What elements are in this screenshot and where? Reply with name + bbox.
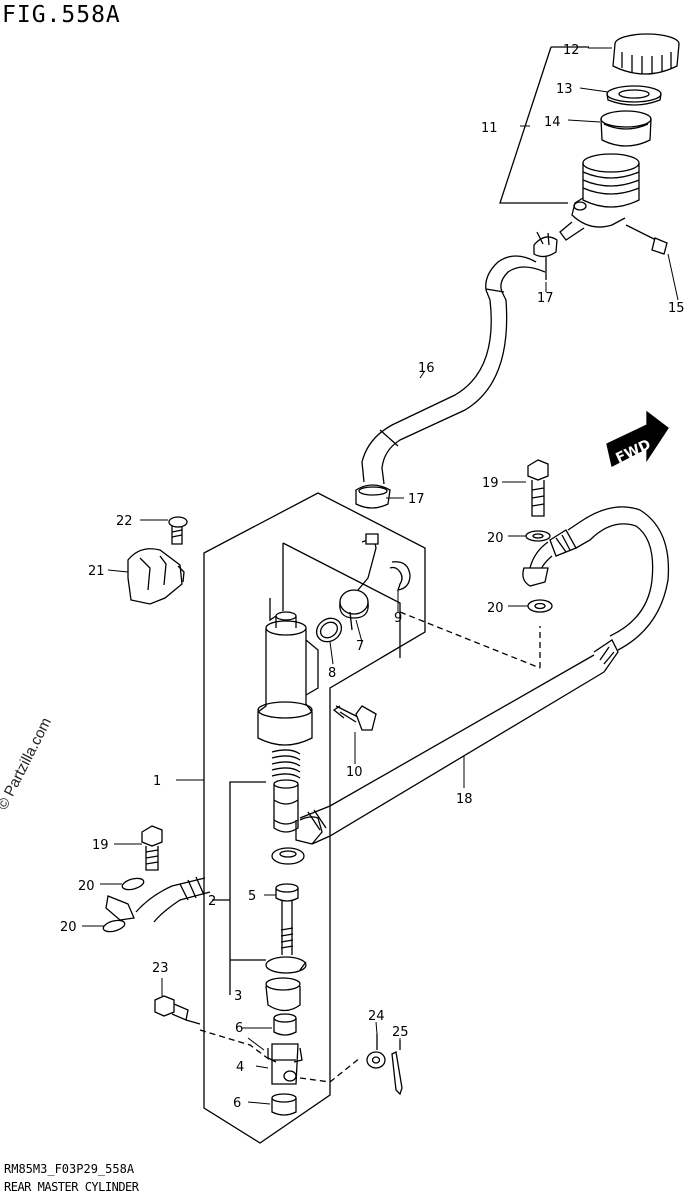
push-rod: [275, 883, 299, 955]
callout-17-top: 17: [537, 291, 554, 306]
lower-hose-end: [105, 876, 211, 923]
reservoir-plate: [606, 85, 662, 106]
reservoir-cap: [612, 33, 680, 75]
brake-hose: [295, 506, 670, 845]
callout-21: 21: [88, 564, 105, 579]
callouts: 12 13 14 11 15 17 16 17 19 20 20 22 21 7…: [60, 43, 685, 1111]
banjo-bolt-19-upper: [527, 459, 549, 517]
circlip: [389, 561, 411, 591]
hose-clamp-bottom: [355, 484, 391, 509]
dashed-guides: [199, 611, 541, 1083]
callout-14: 14: [544, 115, 561, 130]
spring: [271, 749, 301, 779]
footer-name: REAR MASTER CYLINDER: [4, 1180, 139, 1194]
callout-23: 23: [152, 961, 169, 976]
washer-20-upper-b: [527, 599, 553, 613]
callout-19-upper: 19: [482, 476, 499, 491]
washer-20-lower-b: [102, 919, 126, 933]
hose-upper-fitting: [522, 567, 549, 587]
snap-ring: [265, 956, 307, 974]
callout-18: 18: [456, 792, 473, 807]
callout-20-lower-b: 20: [60, 920, 77, 935]
screw-22: [168, 516, 188, 545]
callout-6-lower: 6: [233, 1096, 241, 1111]
leader-lines: [82, 47, 679, 1105]
diaphragm: [600, 110, 652, 147]
callout-1: 1: [153, 774, 161, 789]
callout-11: 11: [481, 121, 498, 136]
callout-13: 13: [556, 82, 573, 97]
cotter-pin-25: [391, 1040, 403, 1096]
o-ring: [315, 617, 343, 643]
callout-19-lower: 19: [92, 838, 109, 853]
washer-24: [366, 1034, 386, 1069]
callout-20-lower-a: 20: [78, 879, 95, 894]
nut-upper: [273, 1013, 297, 1036]
banjo-bolt-19-lower: [141, 825, 163, 871]
assembly-frame: [203, 492, 426, 1144]
callout-3: 3: [234, 989, 242, 1004]
nut-lower: [271, 1093, 297, 1116]
washer-ring: [271, 847, 305, 865]
callout-9: 9: [394, 611, 402, 626]
callout-4: 4: [236, 1060, 244, 1075]
boot: [265, 977, 301, 1012]
bolt-10: [332, 705, 377, 731]
reservoir-hose: [361, 255, 546, 485]
callout-20-upper-a: 20: [487, 531, 504, 546]
callout-17-bottom: 17: [408, 492, 425, 507]
washer-20-upper-a: [525, 530, 551, 542]
piston: [273, 779, 299, 833]
page-title: FIG.558A: [2, 2, 121, 28]
clevis: [267, 1043, 303, 1085]
bolt-23: [154, 995, 201, 1025]
callout-10: 10: [346, 765, 363, 780]
fwd-arrow-icon: FWD: [606, 410, 669, 467]
callout-7: 7: [356, 639, 364, 654]
master-cylinder-body: [257, 598, 319, 746]
callout-25: 25: [392, 1025, 409, 1040]
reservoir-bracket-line: [499, 46, 589, 204]
callout-16: 16: [418, 361, 435, 376]
callout-22: 22: [116, 514, 133, 529]
callout-12: 12: [563, 43, 580, 58]
callout-8: 8: [328, 666, 336, 681]
cover-21: [127, 548, 185, 605]
washer-20-lower-a: [121, 877, 145, 891]
callout-5: 5: [248, 889, 256, 904]
reservoir-bolt: [625, 224, 668, 255]
banjo-fitting: [339, 533, 379, 631]
callout-2: 2: [208, 894, 216, 909]
reservoir-tank: [559, 153, 640, 241]
callout-6-upper: 6: [235, 1021, 243, 1036]
callout-24: 24: [368, 1009, 385, 1024]
callout-15: 15: [668, 301, 685, 316]
callout-20-upper-b: 20: [487, 601, 504, 616]
footer-code: RM85M3_F03P29_558A: [4, 1162, 135, 1176]
bracket-2-3: [212, 781, 266, 995]
hose-clamp-top: [533, 231, 558, 280]
